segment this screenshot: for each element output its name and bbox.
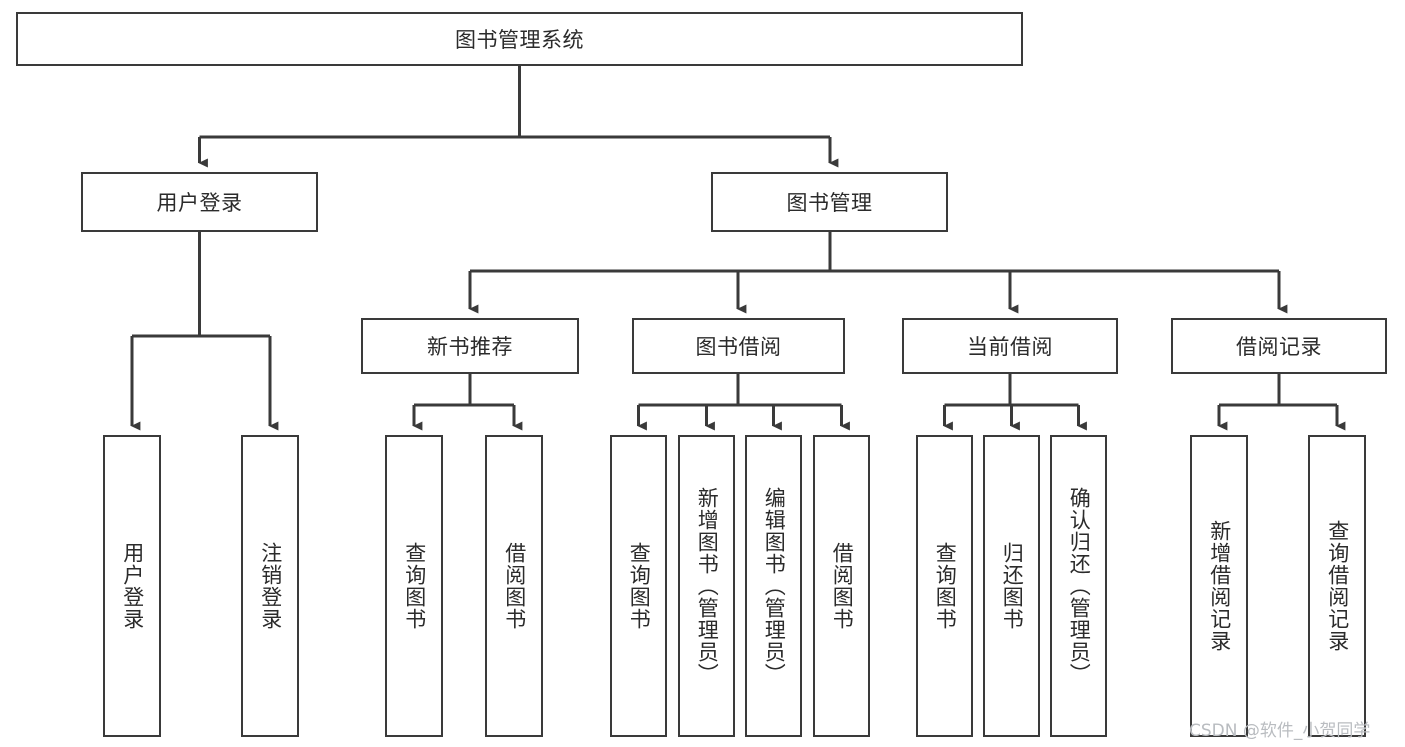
node-label: 用户登录 <box>156 191 243 215</box>
node-leaf-borrow-book-1[interactable]: 借阅图书 <box>485 435 543 737</box>
node-label: 查询借阅记录 <box>1325 520 1350 652</box>
node-new-book-recommend[interactable]: 新书推荐 <box>361 318 579 374</box>
node-label: 借阅图书 <box>830 542 855 630</box>
node-label: 图书管理系统 <box>455 28 584 52</box>
node-label: 归还图书 <box>1000 542 1025 630</box>
node-label: 借阅记录 <box>1236 335 1322 359</box>
node-label: 确认归还（管理员） <box>1067 487 1092 685</box>
node-label: 新书推荐 <box>427 335 513 359</box>
node-leaf-logout-login[interactable]: 注销登录 <box>241 435 299 737</box>
node-book-borrow[interactable]: 图书借阅 <box>632 318 845 374</box>
node-borrow-record[interactable]: 借阅记录 <box>1171 318 1387 374</box>
node-leaf-add-book-admin[interactable]: 新增图书（管理员） <box>678 435 735 737</box>
node-root-system[interactable]: 图书管理系统 <box>16 12 1023 66</box>
node-label: 借阅图书 <box>502 542 527 630</box>
node-leaf-query-book-1[interactable]: 查询图书 <box>385 435 443 737</box>
node-leaf-query-borrow-record[interactable]: 查询借阅记录 <box>1308 435 1366 737</box>
node-label: 新增借阅记录 <box>1207 520 1232 652</box>
node-label: 用户登录 <box>120 542 145 630</box>
node-label: 当前借阅 <box>967 335 1053 359</box>
node-label: 新增图书（管理员） <box>695 487 720 685</box>
node-leaf-query-book-3[interactable]: 查询图书 <box>916 435 973 737</box>
node-label: 图书借阅 <box>695 335 782 359</box>
node-leaf-return-book[interactable]: 归还图书 <box>983 435 1040 737</box>
node-leaf-borrow-book-2[interactable]: 借阅图书 <box>813 435 870 737</box>
node-label: 注销登录 <box>258 542 283 630</box>
node-leaf-add-borrow-record[interactable]: 新增借阅记录 <box>1190 435 1248 737</box>
node-leaf-confirm-return-admin[interactable]: 确认归还（管理员） <box>1050 435 1107 737</box>
node-current-borrow[interactable]: 当前借阅 <box>902 318 1118 374</box>
node-label: 图书管理 <box>786 191 873 215</box>
node-leaf-user-login[interactable]: 用户登录 <box>103 435 161 737</box>
node-label: 查询图书 <box>933 542 958 630</box>
node-book-manage[interactable]: 图书管理 <box>711 172 948 232</box>
node-label: 查询图书 <box>402 542 427 630</box>
node-label: 查询图书 <box>627 542 652 630</box>
node-user-login[interactable]: 用户登录 <box>81 172 318 232</box>
node-label: 编辑图书（管理员） <box>762 487 787 685</box>
node-leaf-edit-book-admin[interactable]: 编辑图书（管理员） <box>745 435 802 737</box>
node-leaf-query-book-2[interactable]: 查询图书 <box>610 435 667 737</box>
